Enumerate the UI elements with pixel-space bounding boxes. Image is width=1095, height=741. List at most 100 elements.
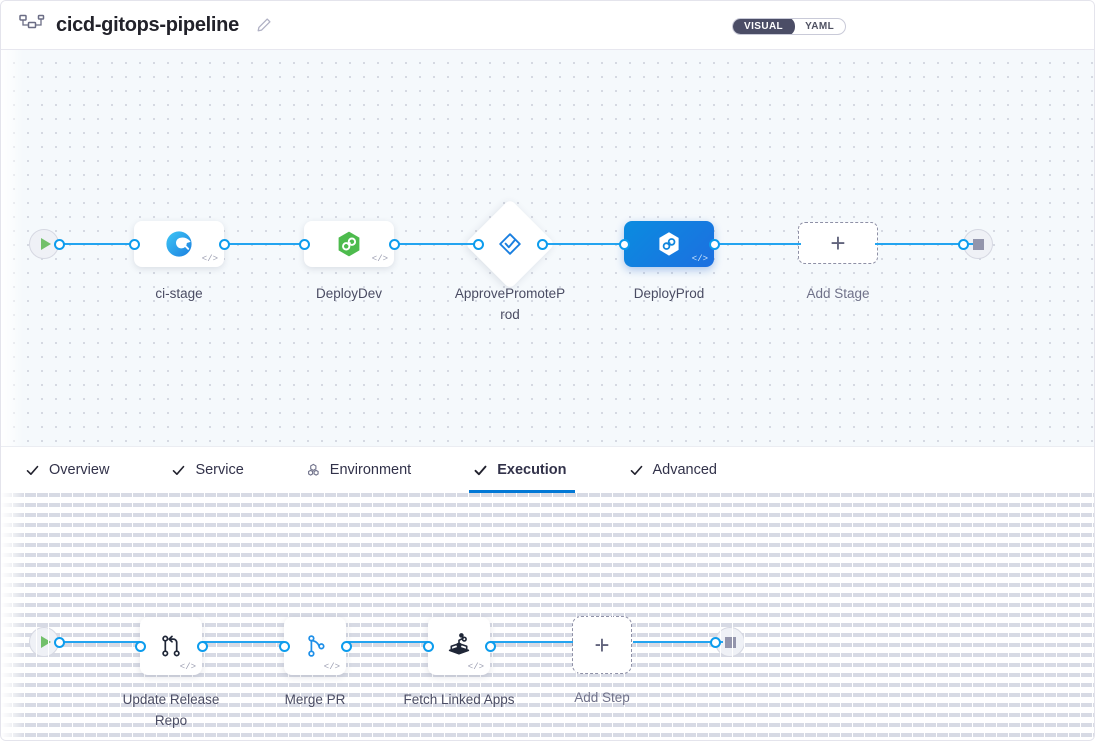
step-link-1 xyxy=(57,640,141,643)
step-end-connector-dot[interactable] xyxy=(709,636,721,648)
stage-start-node[interactable] xyxy=(29,229,65,259)
stage-node-in-dot[interactable] xyxy=(128,238,140,250)
step-code-glyph: </> xyxy=(323,662,340,672)
stage-node-label: DeployDev xyxy=(315,286,383,301)
step-node-update-release-repo[interactable]: </> Update Release Repo xyxy=(123,617,219,728)
add-stage-button[interactable]: + xyxy=(798,222,878,264)
stage-node-ci-stage[interactable]: </> ci-stage xyxy=(128,221,230,301)
stage-card[interactable]: </> xyxy=(304,221,394,267)
pipeline-icon xyxy=(19,14,45,36)
stage-node-in-dot[interactable] xyxy=(472,238,484,250)
stage-node-out-dot[interactable] xyxy=(388,238,400,250)
stage-link-6 xyxy=(701,242,801,245)
plus-icon: + xyxy=(830,228,846,258)
add-stage-label: Add Stage xyxy=(806,286,870,301)
step-card[interactable]: </> xyxy=(140,617,202,675)
mode-yaml-button[interactable]: YAML xyxy=(794,19,845,34)
view-mode-toggle[interactable]: VISUAL YAML xyxy=(732,18,847,35)
harness-cd-icon xyxy=(335,230,363,258)
execution-steps-canvas[interactable]: </> Update Release Repo </> xyxy=(1,493,1094,740)
tab-advanced[interactable]: Advanced xyxy=(625,447,740,493)
stage-end-connector-dot[interactable] xyxy=(957,238,969,250)
tab-label: Advanced xyxy=(652,462,718,478)
stop-icon xyxy=(724,636,736,648)
stage-node-out-dot[interactable] xyxy=(708,238,720,250)
page-title: cicd-gitops-pipeline xyxy=(56,13,239,36)
add-step-node[interactable]: + Add Step xyxy=(572,616,632,705)
argo-apps-icon xyxy=(445,632,473,660)
stage-node-in-dot[interactable] xyxy=(298,238,310,250)
step-node-in-dot[interactable] xyxy=(422,640,434,652)
stage-node-approve-promote-prod[interactable]: ApprovePromoteProd xyxy=(455,198,565,322)
check-icon xyxy=(25,463,40,478)
stage-config-tabs[interactable]: Overview Service Environment Execution xyxy=(1,446,1094,493)
play-icon xyxy=(40,238,51,250)
stage-node-deploy-prod[interactable]: </> DeployProd xyxy=(618,221,720,301)
check-icon xyxy=(629,463,644,478)
approval-diamond-node[interactable] xyxy=(464,198,556,290)
step-link-5 xyxy=(349,640,431,643)
tab-label: Overview xyxy=(49,462,110,478)
header-left-group: cicd-gitops-pipeline xyxy=(19,14,272,37)
stage-node-label: DeployProd xyxy=(633,286,705,301)
step-start-node[interactable] xyxy=(29,627,65,657)
step-link-3 xyxy=(203,640,289,643)
step-code-glyph: </> xyxy=(179,662,196,672)
add-step-button[interactable]: + xyxy=(572,616,632,674)
stage-code-glyph: </> xyxy=(691,254,708,264)
tab-service[interactable]: Service xyxy=(167,447,265,493)
tab-environment[interactable]: Environment xyxy=(302,447,433,493)
tab-execution[interactable]: Execution xyxy=(469,447,588,493)
step-node-label: Fetch Linked Apps xyxy=(403,692,515,707)
tab-label: Environment xyxy=(329,462,412,478)
stage-link-1 xyxy=(57,242,141,245)
check-icon xyxy=(473,463,488,478)
check-icon xyxy=(171,463,186,478)
stage-end-node[interactable] xyxy=(957,229,993,259)
pipeline-header: cicd-gitops-pipeline VISUAL YAML xyxy=(1,1,1094,50)
stage-start-connector-dot[interactable] xyxy=(54,238,65,250)
stage-node-in-dot[interactable] xyxy=(618,238,630,250)
mode-visual-button[interactable]: VISUAL xyxy=(733,19,796,34)
approval-diamond-icon xyxy=(496,230,524,258)
tab-label: Service xyxy=(195,462,244,478)
step-node-in-dot[interactable] xyxy=(278,640,290,652)
step-node-label: Merge PR xyxy=(284,692,346,707)
step-end-node[interactable] xyxy=(709,627,745,657)
step-card[interactable]: </> xyxy=(428,617,490,675)
stage-node-label: ci-stage xyxy=(155,286,203,301)
stage-code-glyph: </> xyxy=(371,254,388,264)
ci-build-icon xyxy=(165,230,193,258)
add-step-label: Add Step xyxy=(574,690,630,705)
stage-node-out-dot[interactable] xyxy=(218,238,230,250)
stage-node-deploy-dev[interactable]: </> DeployDev xyxy=(298,221,400,301)
step-node-out-dot[interactable] xyxy=(484,640,496,652)
edit-pencil-icon[interactable] xyxy=(256,17,272,33)
step-start-connector-dot[interactable] xyxy=(54,636,65,648)
stage-link-7 xyxy=(875,242,973,245)
add-stage-node[interactable]: + Add Stage xyxy=(798,222,878,301)
stage-code-glyph: </> xyxy=(201,254,218,264)
step-node-out-dot[interactable] xyxy=(196,640,208,652)
step-link-8 xyxy=(633,640,723,643)
tab-label: Execution xyxy=(497,462,567,478)
step-code-glyph: </> xyxy=(467,662,484,672)
step-link-7 xyxy=(491,640,573,643)
git-branch-icon xyxy=(301,632,329,660)
stage-graph-canvas[interactable]: </> ci-stage </> xyxy=(1,50,1094,446)
step-node-merge-pr[interactable]: </> Merge PR xyxy=(278,617,352,707)
stage-node-label: ApprovePromoteProd xyxy=(454,286,566,322)
end-node-circle[interactable] xyxy=(715,627,745,657)
update-release-repo-icon xyxy=(157,632,185,660)
stage-node-out-dot[interactable] xyxy=(536,238,548,250)
step-node-fetch-linked-apps[interactable]: </> Fetch Linked Apps xyxy=(403,617,515,707)
infrastructure-icon xyxy=(306,463,321,478)
stage-card[interactable]: </> xyxy=(134,221,224,267)
step-node-in-dot[interactable] xyxy=(134,640,146,652)
step-card[interactable]: </> xyxy=(284,617,346,675)
step-node-out-dot[interactable] xyxy=(340,640,352,652)
plus-icon: + xyxy=(594,630,610,660)
tab-overview[interactable]: Overview xyxy=(21,447,131,493)
stage-card-selected[interactable]: </> xyxy=(624,221,714,267)
